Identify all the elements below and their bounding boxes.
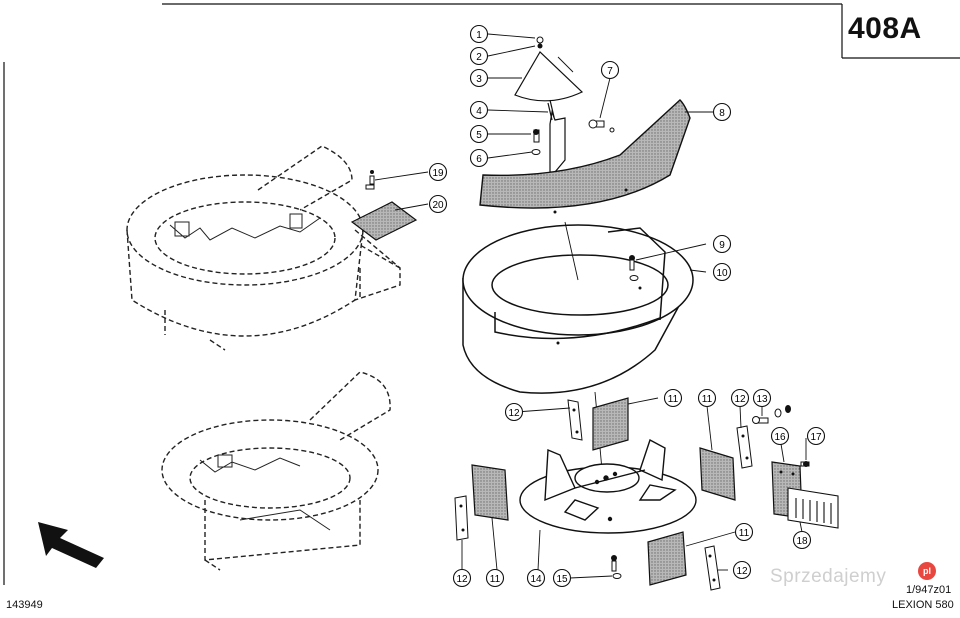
part-plate-11c bbox=[699, 447, 736, 501]
callout-19-label: 19 bbox=[432, 168, 444, 179]
watermark-badge: pl bbox=[918, 562, 936, 580]
part-plate-11a bbox=[592, 397, 629, 451]
callout-16: 16 bbox=[770, 426, 790, 446]
ghost-assembly-upper bbox=[126, 145, 401, 351]
callout-11-right-label: 11 bbox=[702, 394, 713, 405]
ghost-assembly-lower bbox=[161, 371, 391, 571]
callout-14: 14 bbox=[526, 568, 546, 588]
model-name: LEXION 580 bbox=[892, 599, 954, 611]
callout-5-label: 5 bbox=[476, 130, 482, 141]
part-strip-12d bbox=[704, 545, 721, 591]
part-strip-12a bbox=[567, 399, 583, 441]
callout-14-label: 14 bbox=[530, 574, 542, 585]
callout-19: 19 bbox=[428, 162, 448, 182]
part-plate-11d bbox=[647, 531, 687, 586]
drawing-reference: 1/947z01 bbox=[906, 584, 952, 596]
callout-5: 5 bbox=[469, 124, 489, 144]
callout-11-right: 11 bbox=[697, 388, 717, 408]
callout-1: 1 bbox=[469, 24, 489, 44]
callout-20: 20 bbox=[428, 194, 448, 214]
callout-7: 7 bbox=[600, 60, 620, 80]
callout-12-left: 12 bbox=[452, 568, 472, 588]
callout-10: 10 bbox=[712, 262, 732, 282]
callout-10-label: 10 bbox=[716, 268, 728, 279]
callout-12-bottom-label: 12 bbox=[736, 566, 748, 577]
ghost-internals-lower bbox=[199, 454, 331, 531]
part-bolt-9 bbox=[629, 255, 639, 281]
callout-12-right: 12 bbox=[730, 388, 750, 408]
callout-12-bottom: 12 bbox=[732, 560, 752, 580]
callout-20-label: 20 bbox=[432, 200, 444, 211]
callout-11-bottom-label: 11 bbox=[739, 528, 750, 539]
part-rotor-disc bbox=[519, 438, 697, 534]
callout-9: 9 bbox=[712, 234, 732, 254]
callout-15: 15 bbox=[552, 568, 572, 588]
callout-2-label: 2 bbox=[476, 52, 482, 63]
watermark-text: Sprzedajemy bbox=[770, 566, 887, 587]
callout-18: 18 bbox=[792, 530, 812, 550]
callout-11-left: 11 bbox=[485, 568, 505, 588]
part-screw-17 bbox=[800, 461, 810, 467]
part-housing bbox=[462, 224, 694, 394]
direction-arrow-icon bbox=[38, 522, 104, 568]
callout-7-label: 7 bbox=[607, 66, 613, 77]
callout-13-label: 13 bbox=[756, 394, 768, 405]
part-bolt-13 bbox=[752, 405, 791, 424]
callout-11-top-label: 11 bbox=[668, 394, 679, 405]
part-bolt-15 bbox=[611, 555, 622, 579]
callout-2: 2 bbox=[469, 46, 489, 66]
part-comb-plate-18 bbox=[787, 487, 839, 529]
part-plate-11b bbox=[471, 464, 509, 521]
callout-17: 17 bbox=[806, 426, 826, 446]
callout-13: 13 bbox=[752, 388, 772, 408]
callout-15-label: 15 bbox=[556, 574, 568, 585]
page-number: 408A bbox=[848, 12, 922, 45]
callout-12-left-label: 12 bbox=[456, 574, 468, 585]
callout-11-bottom: 11 bbox=[734, 522, 754, 542]
frame-lines bbox=[3, 3, 960, 585]
callout-1-label: 1 bbox=[476, 30, 482, 41]
doc-number: 143949 bbox=[6, 599, 43, 611]
callout-11-left-label: 11 bbox=[490, 574, 501, 585]
callout-12-top-label: 12 bbox=[508, 408, 520, 419]
part-screws-19 bbox=[365, 170, 375, 190]
callout-4: 4 bbox=[469, 100, 489, 120]
part-curved-plate bbox=[479, 99, 691, 214]
callout-8-label: 8 bbox=[719, 108, 725, 119]
callout-17-label: 17 bbox=[810, 432, 822, 443]
part-washer-6 bbox=[531, 149, 541, 155]
leader-lines bbox=[374, 33, 807, 579]
part-bolt-5 bbox=[533, 129, 540, 143]
callout-3-label: 3 bbox=[476, 74, 482, 85]
part-strip-12b bbox=[454, 495, 469, 541]
part-cone bbox=[514, 36, 584, 102]
callout-18-label: 18 bbox=[796, 536, 808, 547]
callout-12-right-label: 12 bbox=[734, 394, 746, 405]
callout-9-label: 9 bbox=[719, 240, 725, 251]
ghost-internals-upper bbox=[169, 213, 321, 241]
callout-16-label: 16 bbox=[774, 432, 786, 443]
callout-3: 3 bbox=[469, 68, 489, 88]
callout-11-top: 11 bbox=[663, 388, 683, 408]
callout-6-label: 6 bbox=[476, 154, 482, 165]
callout-8: 8 bbox=[712, 102, 732, 122]
part-strip-12c bbox=[736, 425, 753, 469]
part-bracket bbox=[547, 99, 566, 173]
callout-4-label: 4 bbox=[476, 106, 482, 117]
callout-6: 6 bbox=[469, 148, 489, 168]
part-bolt-7 bbox=[588, 119, 605, 129]
part-plate-20 bbox=[350, 201, 418, 241]
callout-12-top: 12 bbox=[504, 402, 524, 422]
